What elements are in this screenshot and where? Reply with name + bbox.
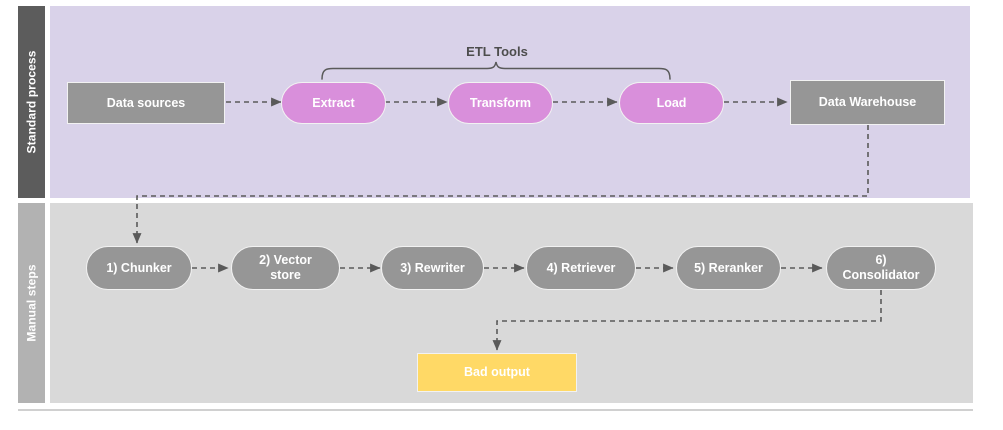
node-vector-store[interactable]: 2) Vector store <box>231 246 340 290</box>
node-data-sources[interactable]: Data sources <box>67 82 225 124</box>
node-retriever[interactable]: 4) Retriever <box>526 246 636 290</box>
node-vector-store-label-line2: store <box>270 268 301 282</box>
node-consolidator-label-line1: 6) <box>875 253 887 268</box>
node-rewriter[interactable]: 3) Rewriter <box>381 246 484 290</box>
node-data-warehouse-label: Data Warehouse <box>818 95 917 110</box>
node-vector-store-label: 2) Vector store <box>259 253 312 283</box>
node-transform[interactable]: Transform <box>448 82 553 124</box>
node-data-sources-label: Data sources <box>106 95 186 110</box>
node-consolidator-label: 6) Consolidator <box>842 253 919 283</box>
node-rewriter-label: 3) Rewriter <box>400 260 465 275</box>
etl-tools-annotation-label: ETL Tools <box>466 44 528 59</box>
node-consolidator[interactable]: 6) Consolidator <box>826 246 936 290</box>
node-reranker-label: 5) Reranker <box>694 260 763 275</box>
lane-header-standard-process: Standard process <box>18 6 45 198</box>
lane-header-manual-steps-label: Manual steps <box>24 264 39 342</box>
node-extract[interactable]: Extract <box>281 82 386 124</box>
node-extract-label: Extract <box>312 95 355 110</box>
node-retriever-label: 4) Retriever <box>546 260 616 275</box>
node-load[interactable]: Load <box>619 82 724 124</box>
node-reranker[interactable]: 5) Reranker <box>676 246 781 290</box>
node-chunker[interactable]: 1) Chunker <box>86 246 192 290</box>
node-data-warehouse[interactable]: Data Warehouse <box>790 80 945 125</box>
lane-header-manual-steps: Manual steps <box>18 203 45 403</box>
lane-header-standard-process-label: Standard process <box>24 50 39 154</box>
bottom-divider-rule <box>18 409 973 411</box>
node-consolidator-label-line2: Consolidator <box>842 268 920 282</box>
node-bad-output[interactable]: Bad output <box>417 353 577 392</box>
node-chunker-label: 1) Chunker <box>106 260 172 275</box>
node-load-label: Load <box>656 95 687 110</box>
node-bad-output-label: Bad output <box>464 365 530 380</box>
node-vector-store-label-line1: 2) Vector <box>259 253 312 268</box>
node-transform-label: Transform <box>469 95 532 110</box>
